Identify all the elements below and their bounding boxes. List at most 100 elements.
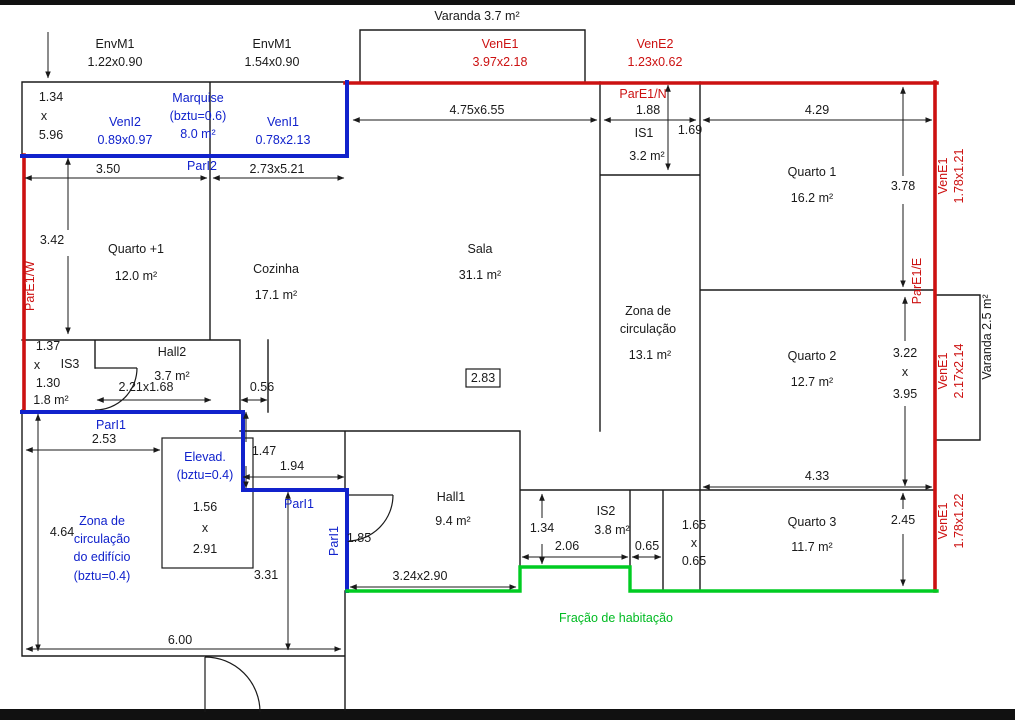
elevator-name: Elevad. bbox=[184, 450, 226, 464]
dim-hall2: 2.21x1.68 bbox=[119, 380, 174, 394]
elevator-shaft-box bbox=[161, 437, 254, 569]
room-hall1-name: Hall1 bbox=[437, 490, 466, 504]
room-hall2-area: 3.7 m² bbox=[154, 369, 189, 383]
dim-331: 3.31 bbox=[254, 568, 278, 582]
vene1-right2-name: VenE1 bbox=[936, 353, 950, 390]
varanda-right-label: Varanda 2.5 m² bbox=[980, 294, 994, 379]
door-arc-apartment-entry bbox=[346, 494, 394, 542]
room-quarto3-area: 11.7 m² bbox=[791, 540, 832, 554]
ceiling-height-box bbox=[465, 368, 501, 388]
room-is2-area: 3.8 m² bbox=[594, 523, 629, 537]
dim-quarto-mais1-h: 3.42 bbox=[40, 233, 64, 247]
zona-edificio-line3: do edifício bbox=[74, 550, 131, 564]
room-quarto2-area: 12.7 m² bbox=[791, 375, 833, 389]
envm1-a-size: 1.22x0.90 bbox=[88, 55, 143, 69]
door-arc-building-entry bbox=[204, 656, 261, 713]
dim-sala: 4.75x6.55 bbox=[450, 103, 505, 117]
wall-label-pare1-e: ParE1/E bbox=[910, 258, 924, 305]
dim-elevator-h: 2.91 bbox=[193, 542, 217, 556]
dim-147: 1.47 bbox=[252, 444, 276, 458]
dim-quarto2-x: x bbox=[902, 365, 909, 379]
room-is1-name: IS1 bbox=[635, 126, 654, 140]
marquise-area: 8.0 m² bbox=[180, 127, 215, 141]
room-quarto1-name: Quarto 1 bbox=[788, 165, 837, 179]
room-cozinha-name: Cozinha bbox=[253, 262, 299, 276]
boundary-fraction-green bbox=[345, 565, 939, 593]
room-sala-area: 31.1 m² bbox=[459, 268, 501, 282]
dim-cozinha: 2.73x5.21 bbox=[250, 162, 305, 176]
marquise-bztu: (bztu=0.6) bbox=[170, 109, 227, 123]
envm1-a-name: EnvM1 bbox=[96, 37, 135, 51]
vene2-top-size: 1.23x0.62 bbox=[628, 55, 683, 69]
dim-quarto1-w: 4.29 bbox=[805, 103, 829, 117]
dim-quarto3-h: 2.45 bbox=[891, 513, 915, 527]
envm1-b-name: EnvM1 bbox=[253, 37, 292, 51]
dim-quarto1-h: 3.78 bbox=[891, 179, 915, 193]
wall-label-pari2: ParI2 bbox=[187, 159, 217, 173]
room-quarto-mais1-name: Quarto +1 bbox=[108, 242, 164, 256]
veni1-name: VenI1 bbox=[267, 115, 299, 129]
dim-464: 4.64 bbox=[50, 525, 74, 539]
vene1-top-name: VenE1 bbox=[482, 37, 519, 51]
vene2-top-name: VenE2 bbox=[637, 37, 674, 51]
zona-edificio-line1: Zona de bbox=[79, 514, 125, 528]
dim-marquise-x: x bbox=[41, 109, 48, 123]
dim-gap-065: 0.65 bbox=[635, 539, 659, 553]
dim-is1-h: 1.69 bbox=[678, 123, 702, 137]
dimension-lines bbox=[24, 32, 933, 652]
vene1-right1-name: VenE1 bbox=[936, 158, 950, 195]
dim-shaft-b: 0.65 bbox=[682, 554, 706, 568]
fraction-label: Fração de habitação bbox=[559, 611, 673, 625]
room-is3-name: IS3 bbox=[61, 357, 80, 371]
dim-194: 1.94 bbox=[280, 459, 304, 473]
dim-is3-h: 1.30 bbox=[36, 376, 60, 390]
veni2-name: VenI2 bbox=[109, 115, 141, 129]
walls-black bbox=[21, 29, 981, 711]
zona-edificio-line2: circulação bbox=[74, 532, 130, 546]
dim-is3-w: 1.37 bbox=[36, 339, 60, 353]
dim-is2-w: 2.06 bbox=[555, 539, 579, 553]
doors bbox=[94, 367, 394, 713]
vene1-right3-name: VenE1 bbox=[936, 503, 950, 540]
dim-253: 2.53 bbox=[92, 432, 116, 446]
wall-label-pari1-mid: ParI1 bbox=[284, 497, 314, 511]
dim-600: 6.00 bbox=[168, 633, 192, 647]
dim-quarto2-a: 3.22 bbox=[893, 346, 917, 360]
dim-hall1: 3.24x2.90 bbox=[393, 569, 448, 583]
dim-is3-x: x bbox=[34, 358, 41, 372]
elevator-bztu: (bztu=0.4) bbox=[177, 468, 234, 482]
room-sala-name: Sala bbox=[467, 242, 492, 256]
dim-quarto-mais1-w: 3.50 bbox=[96, 162, 120, 176]
bottom-border-bar bbox=[0, 709, 1015, 720]
room-zona-area: 13.1 m² bbox=[629, 348, 671, 362]
walls-exterior-red bbox=[22, 80, 939, 593]
wall-label-pari1-side: ParI1 bbox=[327, 526, 341, 556]
veni1-size: 0.78x2.13 bbox=[256, 133, 311, 147]
dim-marquise-h: 1.34 bbox=[39, 90, 63, 104]
dim-marquise-w: 5.96 bbox=[39, 128, 63, 142]
labels-green: Fração de habitação bbox=[559, 611, 673, 625]
dim-is1-w: 1.88 bbox=[636, 103, 660, 117]
dim-185: 1.85 bbox=[347, 531, 371, 545]
dim-056: 0.56 bbox=[250, 380, 274, 394]
walls-interior-blue bbox=[20, 80, 349, 593]
room-zona-line2: circulação bbox=[620, 322, 676, 336]
labels-black: Varanda 3.7 m² EnvM1 1.22x0.90 EnvM1 1.5… bbox=[33, 9, 994, 647]
room-quarto1-area: 16.2 m² bbox=[791, 191, 833, 205]
varanda-top-label: Varanda 3.7 m² bbox=[434, 9, 519, 23]
wall-label-pare1-w: ParE1/W bbox=[23, 261, 37, 311]
room-hall2-name: Hall2 bbox=[158, 345, 187, 359]
dim-elevator-x: x bbox=[202, 521, 209, 535]
room-quarto3-name: Quarto 3 bbox=[788, 515, 837, 529]
veni2-size: 0.89x0.97 bbox=[98, 133, 153, 147]
room-hall1-area: 9.4 m² bbox=[435, 514, 470, 528]
room-zona-line1: Zona de bbox=[625, 304, 671, 318]
dim-shaft-x: x bbox=[691, 536, 698, 550]
wall-label-pare1-n: ParE1/N bbox=[619, 87, 666, 101]
room-is1-area: 3.2 m² bbox=[629, 149, 664, 163]
dim-elevator-w: 1.56 bbox=[193, 500, 217, 514]
dim-quarto2-b: 3.95 bbox=[893, 387, 917, 401]
dim-quarto3-w: 4.33 bbox=[805, 469, 829, 483]
